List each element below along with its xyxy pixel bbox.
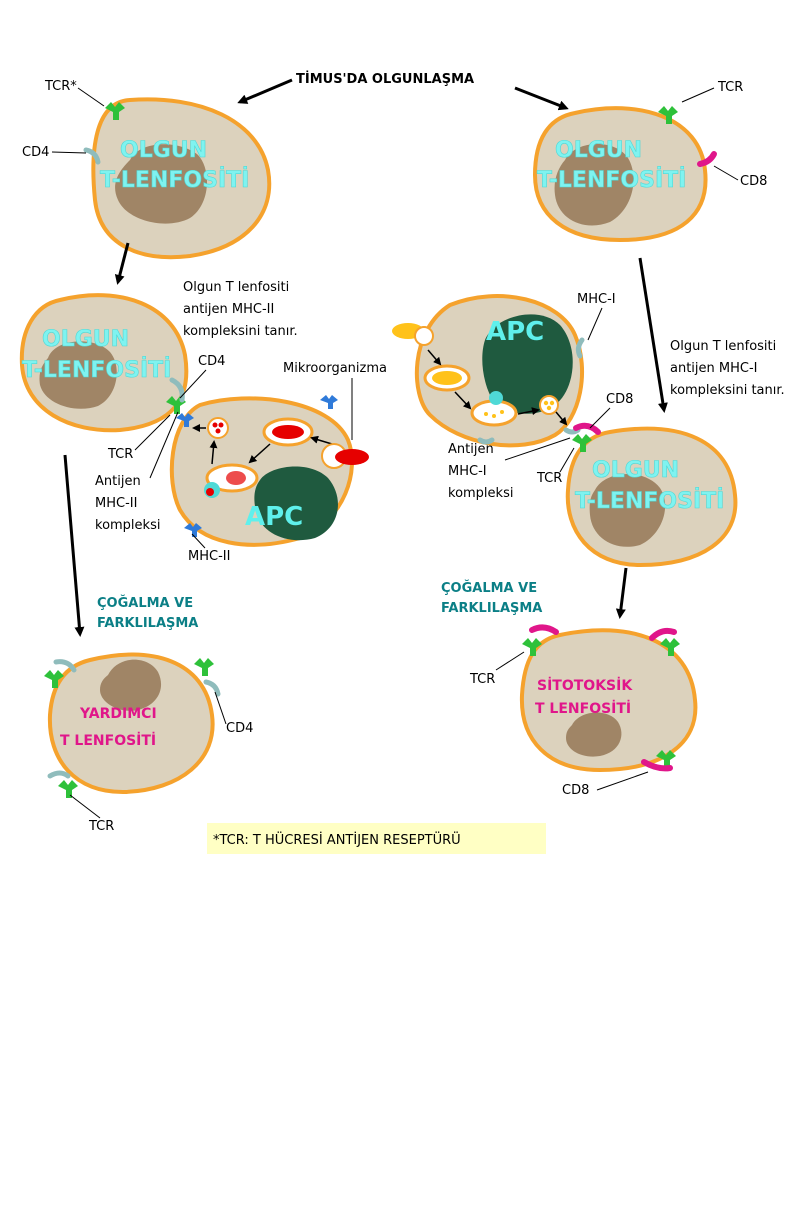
cd8-label-top-right: CD8	[740, 174, 767, 189]
arrow-down-left	[114, 242, 130, 285]
cd4-receptor	[203, 679, 221, 697]
apc-label: APC	[245, 502, 303, 532]
tcr-receptor	[58, 780, 78, 798]
arrow-down-right	[638, 257, 668, 413]
title: TİMUS'DA OLGUNLAŞMA	[296, 71, 474, 87]
t-lenfositi-label: T-LENFOSİTİ	[100, 167, 249, 193]
helper-t-lenfositi-label: T LENFOSİTİ	[60, 732, 156, 749]
apc-left: APC	[169, 395, 369, 547]
cogalma-left-2: FARKLILAŞMA	[97, 616, 198, 631]
mikroorganizma-label: Mikroorganizma	[283, 361, 387, 376]
tcr-receptor	[658, 106, 678, 124]
mature-t-cell-left: OLGUN T-LENFOSİTİ	[19, 293, 189, 433]
footnote: *TCR: T HÜCRESİ ANTİJEN RESEPTÜRÜ	[213, 831, 461, 848]
t-lenfositi-label: T-LENFOSİTİ	[537, 167, 686, 193]
tcr-label-bottom-left: TCR	[88, 819, 114, 834]
tcr-receptor	[572, 434, 592, 452]
olgun-label: OLGUN	[42, 327, 129, 352]
arrow-final-left	[63, 454, 85, 637]
t-lenfositi-label: T-LENFOSİTİ	[575, 488, 724, 514]
cd8-receptor	[573, 422, 601, 435]
cd4-label-mid: CD4	[198, 354, 225, 369]
olgun-label: OLGUN	[120, 138, 207, 163]
cd8-label-bottom: CD8	[562, 783, 589, 798]
left-desc-1: Olgun T lenfositi	[183, 280, 289, 295]
arrow-final-right	[615, 567, 628, 619]
mhc1-label: MHC-I	[577, 292, 616, 307]
right-desc-2: antijen MHC-I	[670, 361, 758, 376]
antijen1-3: kompleksi	[448, 486, 513, 501]
antijen2-2: MHC-II	[95, 496, 137, 511]
antijen2-3: kompleksi	[95, 518, 160, 533]
footnote-box	[207, 823, 546, 854]
mhc2-receptor	[184, 523, 202, 537]
tcr-receptor	[194, 658, 214, 676]
apc-label: APC	[486, 317, 544, 347]
antijen1-2: MHC-I	[448, 464, 487, 479]
antijen2-1: Antijen	[95, 474, 141, 489]
mature-t-cell-top-right: OLGUN T-LENFOSİTİ	[532, 106, 717, 243]
mhc1-receptor	[477, 437, 495, 445]
olgun-label: OLGUN	[555, 138, 642, 163]
mature-t-cell-right: OLGUN T-LENFOSİTİ	[565, 422, 738, 568]
mature-t-cell-top-left: OLGUN T-LENFOSİTİ	[83, 97, 272, 260]
mhc2-receptor	[176, 413, 194, 427]
cd4-receptor	[83, 147, 101, 165]
right-desc-3: kompleksini tanır.	[670, 383, 785, 398]
tcr-label-top-right: TCR	[717, 80, 743, 95]
left-desc-2: antijen MHC-II	[183, 302, 274, 317]
helper-t-cell: YARDIMCI T LENFOSİTİ	[44, 652, 221, 798]
right-desc-1: Olgun T lenfositi	[670, 339, 776, 354]
antijen1-1: Antijen	[448, 442, 494, 457]
arrow-title-left	[237, 78, 293, 104]
tcr-receptor	[660, 638, 680, 656]
tcr-receptor	[44, 670, 64, 688]
cogalma-right-1: ÇOĞALMA VE	[441, 580, 537, 596]
sitotoksik-label: SİTOTOKSİK	[537, 677, 633, 694]
mhc2-label: MHC-II	[188, 549, 230, 564]
olgun-label: OLGUN	[592, 458, 679, 483]
tcr-label-mid-right: TCR	[536, 471, 562, 486]
yardimci-label: YARDIMCI	[79, 706, 157, 722]
cd8-receptor	[641, 759, 673, 772]
cd8-receptor	[529, 624, 559, 635]
cd8-receptor	[697, 151, 717, 167]
cogalma-left-1: ÇOĞALMA VE	[97, 595, 193, 611]
cd4-receptor	[53, 659, 77, 673]
cogalma-right-2: FARKLILAŞMA	[441, 601, 542, 616]
cd4-receptor	[169, 377, 185, 403]
cd4-receptor	[47, 770, 71, 779]
tcr-label-bottom-right: TCR	[469, 672, 495, 687]
t-lenfositi-label: T-LENFOSİTİ	[22, 357, 171, 383]
cytotoxic-t-lenfositi-label: T LENFOSİTİ	[535, 700, 631, 717]
mhc2-receptor	[320, 395, 338, 409]
cytotoxic-t-cell: SİTOTOKSİK T LENFOSİTİ	[519, 624, 698, 773]
tcr-receptor	[105, 102, 125, 120]
tcr-label-mid-left: TCR	[107, 447, 133, 462]
mhc1-receptor	[575, 337, 585, 359]
tcr-receptor	[656, 750, 676, 768]
cd8-label-mid: CD8	[606, 392, 633, 407]
cd4-label-top: CD4	[22, 145, 49, 160]
cd4-label-bottom: CD4	[226, 721, 253, 736]
cd8-receptor	[649, 627, 677, 641]
apc-right: APC	[392, 294, 585, 448]
tcr-star-label: TCR*	[44, 79, 77, 94]
tcr-receptor	[522, 638, 542, 656]
left-desc-3: kompleksini tanır.	[183, 324, 298, 339]
arrow-title-right	[514, 86, 569, 111]
